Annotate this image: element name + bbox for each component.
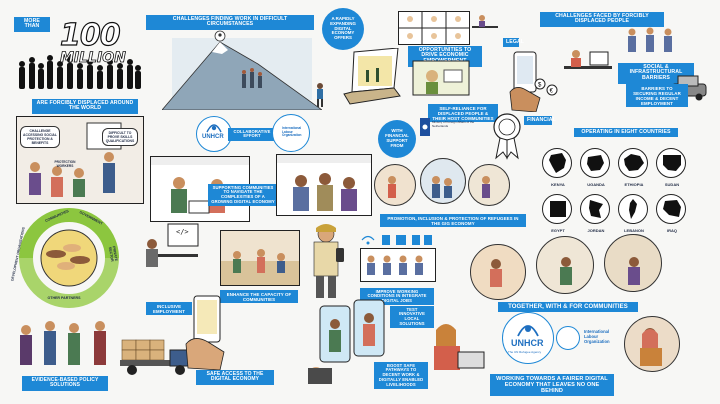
egypt-map-icon	[550, 201, 566, 217]
label-boost: BOOST SAFE PATHWAYS TO DECENT WORK & DIG…	[374, 362, 428, 390]
woman-bottom-figure	[640, 328, 662, 366]
label-safe-access: SAFE ACCESS TO THE DIGITAL ECONOMY	[196, 370, 274, 385]
panel-supporting-right	[276, 154, 372, 216]
label-inclusive: INCLUSIVE EMPLOYMENT	[146, 302, 192, 316]
panel-enhance-capacity	[220, 230, 300, 286]
woman-laptop-illustration	[434, 324, 485, 370]
unhcr-subtext: The UN Refugee Agency	[508, 350, 542, 354]
promotion-circle-2	[420, 158, 466, 204]
country-label-uganda: UGANDA	[587, 182, 605, 187]
million-text: MILLION	[60, 50, 127, 67]
label-supporting: SUPPORTING COMMUNITIES TO NAVIGATE THE C…	[208, 184, 278, 207]
label-test-innovative: TEST INNOVATIVE LOCAL SOLUTIONS	[390, 306, 434, 329]
ethiopia-map-icon	[624, 154, 644, 171]
ilo-logo-large	[556, 326, 580, 350]
label-operating: OPERATING IN EIGHT COUNTRIES	[574, 128, 678, 137]
connectivity-icons	[361, 235, 432, 245]
country-circle-kenya	[542, 148, 572, 178]
desk-worker-illustration	[564, 50, 612, 69]
netherlands-emblem	[420, 118, 430, 136]
circle-rapidly-expanding: A RAPIDLY EXPANDING DIGITAL ECONOMY OFFE…	[322, 8, 364, 50]
bubble-challenge-accessing: CHALLENGE ACCESSING SOCIAL PROTECTION & …	[20, 126, 60, 148]
panel-improve-working	[360, 248, 436, 282]
unhcr-text-large: UNHCR	[511, 338, 544, 348]
country-label-sudan: SUDAN	[664, 182, 680, 187]
svg-text:€: €	[550, 89, 554, 95]
country-label-lebanon: LEBANON	[624, 228, 644, 233]
label-more-than: MORE THAN	[14, 17, 50, 32]
mountain-illustration	[162, 30, 322, 110]
policy-people-illustration	[20, 321, 106, 365]
board-protection-workers: PROTECTION WORKERS	[54, 160, 76, 168]
unhcr-text-small: UNHCR	[202, 134, 224, 140]
person-at-desk-top	[472, 15, 498, 28]
award-ribbon	[493, 113, 521, 160]
country-label-iraq: IRAQ	[667, 228, 677, 233]
code-glyph: </>	[176, 228, 189, 236]
unhcr-emblem-large	[517, 325, 539, 337]
lebanon-map-icon	[629, 199, 637, 219]
label-legal: LEGAL	[503, 38, 524, 47]
sudan-map-icon	[663, 155, 681, 171]
promotion-people	[388, 176, 490, 198]
cycle-other-partners: OTHER PARTNERS	[47, 296, 81, 300]
laptop-illustration	[343, 48, 401, 105]
label-evidence: EVIDENCE-BASED POLICY SOLUTIONS	[22, 376, 108, 391]
inclusive-worker-illustration	[146, 223, 199, 267]
man-with-phone-illustration	[313, 224, 344, 298]
label-self-reliance: SELF-RELIANCE FOR DISPLACED PEOPLE & THE…	[428, 104, 498, 123]
label-enhance: ENHANCE THE CAPACITY OF COMMUNITIES	[220, 290, 298, 304]
bubble-difficult-prove: DIFFICULT TO PROVE SKILLS QUALIFICATIONS	[102, 128, 138, 146]
label-challenges-difficult: CHALLENGES FINDING WORK IN DIFFICULT CIR…	[146, 15, 314, 30]
truck-illustration	[120, 339, 193, 375]
kenya-map-icon	[549, 153, 566, 173]
ilo-logo-small	[272, 114, 310, 152]
label-collaborative: COLLABORATIVE EFFORT	[228, 128, 276, 141]
iraq-map-icon	[663, 200, 681, 217]
ilo-text-large: International Labour Organization	[584, 329, 610, 344]
walking-person	[317, 83, 323, 107]
hand-phone-illustration	[185, 295, 225, 370]
country-circle-egypt	[542, 194, 572, 224]
jordan-map-icon	[589, 200, 603, 218]
uganda-map-icon	[587, 155, 604, 171]
unhcr-emblem-small	[206, 124, 222, 133]
empowerment-screen	[412, 60, 470, 96]
hundred-number: 100	[59, 17, 121, 53]
currency-icons: $ €	[534, 78, 558, 96]
label-promotion: PROMOTION, INCLUSION & PROTECTION OF REF…	[380, 214, 526, 228]
country-label-jordan: JORDAN	[587, 228, 605, 233]
label-social-barriers: SOCIAL & INFRASTRUCTURAL BARRIERS	[618, 63, 694, 84]
unhcr-logo-large	[502, 312, 554, 364]
label-barriers-securing: BARRIERS TO SECURING REGULAR INCOME & DE…	[626, 84, 688, 108]
partner-cycle-diagram	[19, 208, 119, 308]
label-financial: FINANCIAL	[524, 116, 556, 125]
phone-hand-illustration	[509, 51, 541, 112]
country-label-ethiopia: ETHIOPIA	[624, 182, 644, 187]
video-call-grid	[398, 11, 470, 45]
country-label-egypt: EGYPT	[551, 228, 565, 233]
ministry-text: Ministry of Foreign Affairs of the Nethe…	[432, 120, 475, 128]
svg-text:$: $	[538, 83, 542, 89]
label-working-towards: WORKING TOWARDS A FAIRER DIGITAL ECONOMY…	[490, 374, 614, 397]
country-label-kenya: KENYA	[551, 182, 565, 187]
promotion-circle-1	[374, 164, 416, 206]
community-people	[490, 257, 640, 287]
circle-with-financial: WITH FINANCIAL SUPPORT FROM	[378, 120, 416, 158]
label-challenges-faced: CHALLENGES FACED BY FORCIBLY DISPLACED P…	[540, 12, 664, 27]
phone-screens-illustration	[308, 299, 385, 384]
crowd-silhouettes	[19, 55, 141, 89]
label-together: TOGETHER, WITH & FOR COMMUNITIES	[498, 302, 638, 312]
label-forcibly-displaced: ARE FORCIBLY DISPLACED AROUND THE WORLD	[32, 99, 138, 114]
people-group-top-right	[628, 27, 672, 52]
ilo-text-small: International Labour Organization	[282, 126, 302, 138]
